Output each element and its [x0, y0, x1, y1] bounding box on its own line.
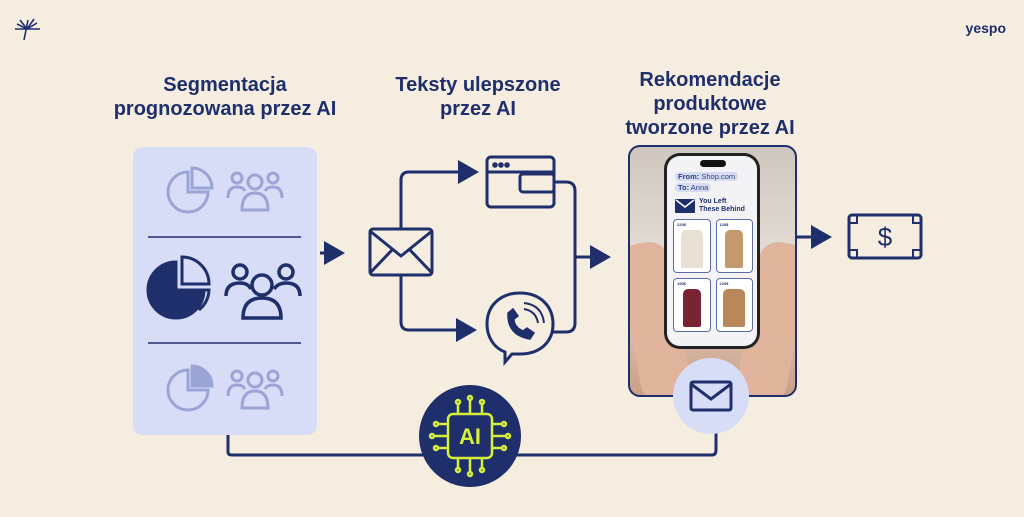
pie-chart-icon	[146, 255, 211, 320]
product-grid: 220$ 120$ 190$ 220$	[673, 219, 753, 332]
coat-image	[723, 289, 746, 327]
product-price: 120$	[719, 222, 729, 227]
ai-chip-icon	[428, 394, 512, 478]
product-card[interactable]: 220$	[715, 278, 753, 332]
product-card[interactable]: 120$	[715, 219, 753, 273]
email-badge	[673, 358, 749, 434]
people-icon	[226, 171, 284, 212]
brand-name: yespo	[965, 20, 1006, 36]
product-card[interactable]: 190$	[673, 278, 711, 332]
phone-chat-bubble-icon	[485, 291, 555, 366]
title-line: tworzone przez AI	[625, 117, 795, 139]
coat-image	[680, 230, 703, 268]
product-price: 220$	[677, 222, 686, 227]
step-title-texts: Teksty ulepszone przez AI	[370, 73, 586, 121]
email-envelope-icon	[368, 227, 434, 277]
dollar-bill-icon	[847, 213, 923, 260]
title-line: prognozowana przez AI	[113, 98, 337, 120]
to-label: To:	[678, 183, 690, 192]
product-price: 220$	[719, 281, 729, 286]
product-card[interactable]: 220$	[673, 219, 711, 273]
from-label: From:	[678, 172, 700, 181]
sparkle-logo-icon	[15, 18, 40, 41]
coat-image	[725, 230, 744, 268]
to-value: Anna	[690, 183, 709, 192]
people-icon	[226, 369, 284, 410]
ai-chip-label: AI	[459, 424, 481, 449]
title-line: Teksty ulepszone	[395, 74, 561, 96]
title-line: Segmentacja	[163, 74, 287, 96]
headline-line: You Left	[699, 198, 727, 205]
phone-notch	[700, 160, 726, 167]
step-title-recommendations: Rekomendacje produktowe tworzone przez A…	[600, 68, 820, 140]
ai-chip-circle	[419, 385, 521, 487]
dollar-sign-icon: $	[878, 222, 893, 252]
people-icon	[224, 263, 302, 320]
title-line: produktowe	[653, 93, 767, 115]
step-title-segmentation: Segmentacja prognozowana przez AI	[105, 73, 345, 121]
email-to: To: Anna	[675, 183, 712, 192]
headline-line: These Behind	[699, 206, 745, 213]
pie-chart-icon	[166, 166, 214, 214]
title-line: przez AI	[440, 98, 516, 120]
from-value: Shop.com	[701, 172, 736, 181]
coat-image	[682, 289, 701, 327]
pie-chart-icon	[166, 364, 214, 412]
email-from: From: Shop.com	[675, 172, 739, 181]
browser-window-icon	[485, 155, 556, 209]
envelope-icon	[689, 380, 733, 412]
product-price: 190$	[677, 281, 686, 286]
envelope-icon	[675, 199, 695, 213]
title-line: Rekomendacje	[639, 69, 781, 91]
